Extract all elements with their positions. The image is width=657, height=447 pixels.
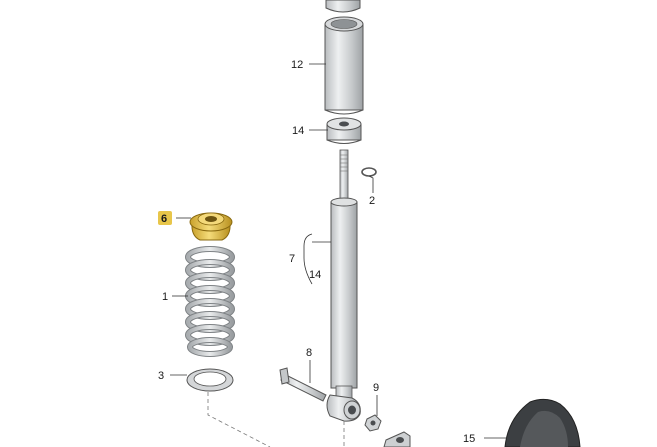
callout-9: 9 — [373, 382, 379, 394]
dust-sleeve-12 — [324, 16, 364, 115]
assembly-lines — [207, 392, 345, 447]
callout-2: 2 — [369, 195, 375, 207]
callout-6: 6 — [161, 213, 167, 225]
callout-labels: 12 14 2 6 7 14 1 8 3 9 15 — [158, 59, 475, 445]
lower-mount-eye — [326, 394, 361, 422]
shock-absorber-body — [330, 197, 358, 401]
callout-14-washer: 14 — [292, 125, 304, 137]
circlip-2 — [361, 167, 377, 177]
coil-spring-1 — [185, 246, 235, 357]
callout-12: 12 — [291, 59, 303, 71]
bracket-fragment — [383, 431, 411, 447]
leader-lines — [170, 63, 507, 439]
callout-1: 1 — [162, 291, 168, 303]
axle-fragment-15 — [504, 398, 581, 447]
spring-pad-3 — [186, 368, 234, 392]
callout-6-highlight-box — [158, 211, 172, 225]
top-cap-fragment — [325, 0, 361, 13]
callout-14-shock: 14 — [309, 269, 321, 281]
spring-seat-6-highlighted — [189, 212, 233, 241]
callout-3: 3 — [158, 370, 164, 382]
bolt-8 — [279, 367, 327, 402]
buffer-washer-14 — [326, 117, 362, 144]
callout-15: 15 — [463, 433, 475, 445]
nut-9 — [364, 414, 382, 432]
callout-7: 7 — [289, 253, 295, 265]
piston-rod — [339, 149, 349, 201]
callout-8: 8 — [306, 347, 312, 359]
